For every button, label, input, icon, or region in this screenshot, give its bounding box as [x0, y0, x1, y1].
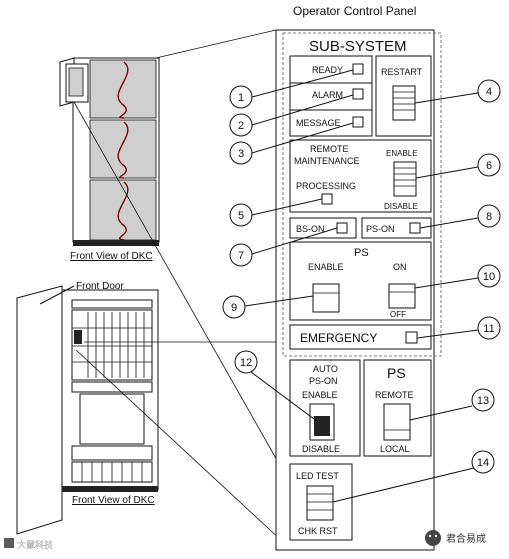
- callout-9-label: 9: [231, 302, 237, 314]
- callout-14-label: 14: [477, 457, 489, 469]
- auto-ps-on-line1: AUTO: [313, 364, 338, 374]
- wechat-icon: [425, 530, 441, 546]
- remote-local-switch[interactable]: [383, 403, 411, 441]
- ready-led: [352, 63, 364, 75]
- callout-12: [234, 350, 258, 374]
- callout-1: [229, 85, 253, 109]
- ps-power-switch[interactable]: [388, 283, 416, 309]
- dkc-bottom-caption: Front View of DKC: [72, 495, 155, 506]
- bs-on-led: [336, 222, 348, 234]
- subsystem-boundary: [282, 32, 442, 357]
- remote-maintenance-line1: REMOTE: [310, 144, 349, 154]
- callout-10-label: 10: [483, 271, 495, 283]
- ps-on-label: PS-ON: [366, 224, 395, 234]
- callout-13: [471, 388, 495, 412]
- emergency-label: EMERGENCY: [300, 331, 377, 345]
- callout-5: [229, 203, 253, 227]
- auto-ps-on-switch[interactable]: [309, 403, 335, 441]
- subsystem-title: SUB-SYSTEM: [309, 38, 407, 55]
- remote-maintenance-line2: MAINTENANCE: [294, 156, 360, 166]
- callout-6: [477, 153, 501, 177]
- watermark-left-text: 大鼠科技: [17, 539, 53, 550]
- panel-title: Operator Control Panel: [293, 4, 416, 18]
- ps-off-label: OFF: [390, 310, 406, 319]
- auto-ps-on-line2: PS-ON: [309, 376, 338, 386]
- callout-7: [229, 243, 253, 267]
- local-label: LOCAL: [380, 444, 410, 454]
- remote-label: REMOTE: [375, 390, 414, 400]
- front-door-label: Front Door: [76, 281, 124, 292]
- callout-7-label: 7: [238, 250, 244, 262]
- callout-13-label: 13: [477, 395, 489, 407]
- watermark-right-text: 君合易成: [446, 532, 486, 545]
- restart-label: RESTART: [381, 67, 423, 77]
- callout-12-label: 12: [240, 357, 252, 369]
- ps-title: PS: [354, 247, 369, 259]
- callout-6-label: 6: [486, 160, 492, 172]
- callout-11: [477, 316, 501, 340]
- message-label: MESSAGE: [296, 118, 341, 128]
- rm-disable-label: DISABLE: [384, 202, 418, 211]
- callout-8-label: 8: [486, 211, 492, 223]
- bs-on-label: BS-ON: [296, 224, 325, 234]
- ps-on-led: [409, 222, 421, 234]
- led-test-switch[interactable]: [306, 485, 334, 521]
- message-led: [352, 116, 364, 128]
- led-test-label: LED TEST: [296, 471, 339, 481]
- auto-enable-label: ENABLE: [302, 390, 338, 400]
- rm-enable-label: ENABLE: [386, 149, 418, 158]
- callout-10: [477, 264, 501, 288]
- ready-label: READY: [312, 65, 343, 75]
- callout-3-label: 3: [238, 148, 244, 160]
- callout-9: [222, 295, 246, 319]
- ps-enable-switch[interactable]: [312, 283, 340, 313]
- ps-on-switch-label: ON: [393, 262, 407, 272]
- ps-enable-label: ENABLE: [308, 262, 344, 272]
- dkc-top-cabinet: [59, 57, 160, 246]
- callout-11-label: 11: [483, 323, 494, 335]
- chk-rst-label: CHK RST: [298, 526, 338, 536]
- emergency-led: [405, 331, 418, 344]
- callout-8: [477, 204, 501, 228]
- auto-disable-label: DISABLE: [302, 444, 340, 454]
- restart-switch[interactable]: [392, 85, 416, 121]
- watermark-right: 君合易成: [425, 530, 486, 546]
- callout-1-label: 1: [238, 92, 244, 104]
- callout-4-label: 4: [486, 86, 492, 98]
- callout-14: [471, 450, 495, 474]
- processing-label: PROCESSING: [296, 181, 356, 191]
- callout-2-label: 2: [238, 120, 244, 132]
- callout-2: [229, 113, 253, 137]
- dkc-top-caption: Front View of DKC: [70, 251, 153, 262]
- processing-led: [321, 193, 333, 205]
- watermark-left: 大鼠科技: [4, 538, 53, 550]
- dkc-bottom-cabinet: [16, 285, 159, 535]
- remote-maintenance-switch[interactable]: [393, 161, 417, 197]
- alarm-led: [352, 88, 364, 100]
- ps2-title: PS: [387, 365, 406, 381]
- callout-5-label: 5: [238, 210, 244, 222]
- alarm-label: ALARM: [312, 90, 343, 100]
- callout-4: [477, 79, 501, 103]
- callout-3: [229, 141, 253, 165]
